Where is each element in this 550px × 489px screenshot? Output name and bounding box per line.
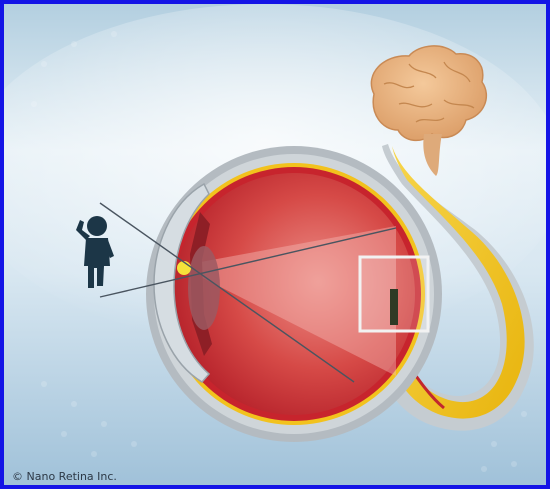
- eye-diagram: [4, 4, 550, 489]
- lens: [188, 246, 220, 330]
- copyright-credit: © Nano Retina Inc.: [12, 470, 117, 483]
- focal-point: [177, 261, 191, 275]
- retinal-implant-icon: [390, 289, 398, 325]
